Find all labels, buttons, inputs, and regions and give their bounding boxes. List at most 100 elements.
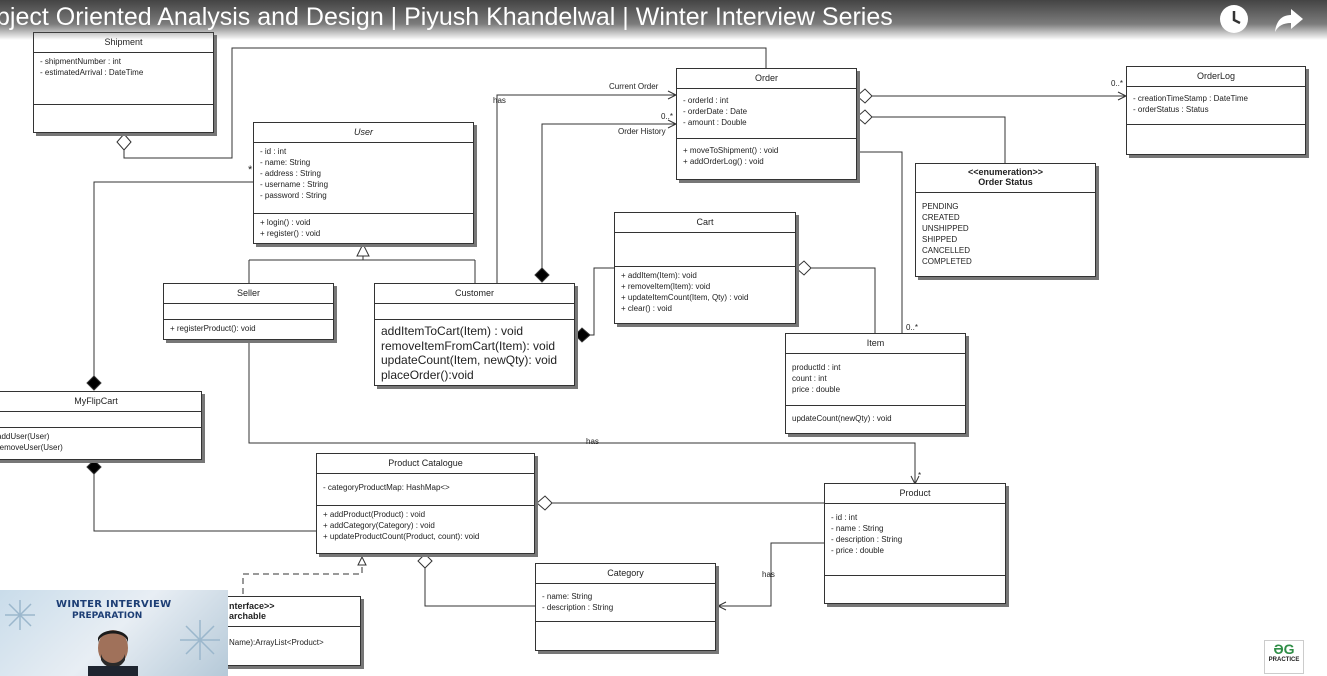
- label-has-product: has: [586, 437, 599, 446]
- enum-value: PENDING: [922, 202, 959, 211]
- class-product-attributes: - id : int - name : String - description…: [825, 504, 1005, 576]
- operation: + updateProductCount(Product, count): vo…: [323, 532, 480, 541]
- enum-order-status: <<enumeration>> Order Status PENDING CRE…: [915, 163, 1096, 277]
- class-cart-name: Cart: [615, 213, 795, 233]
- gfg-practice-logo[interactable]: ƏG PRACTICE: [1264, 640, 1304, 674]
- class-product: Product - id : int - name : String - des…: [824, 483, 1006, 604]
- presenter-avatar: [88, 630, 138, 676]
- share-icon[interactable]: [1274, 4, 1304, 34]
- class-product-catalogue: Product Catalogue - categoryProductMap: …: [316, 453, 535, 554]
- class-user-name: User: [254, 123, 473, 143]
- operation: + registerProduct(): void: [170, 324, 256, 333]
- operation: updateCount(Item, newQty): void: [381, 353, 558, 367]
- operation: addItemToCart(Item) : void: [381, 324, 524, 338]
- class-shipment-attributes: - shipmentNumber : int - estimatedArriva…: [34, 53, 213, 105]
- watch-later-icon[interactable]: [1219, 4, 1249, 34]
- attribute: - description : String: [831, 535, 903, 544]
- class-shipment-operations: [34, 105, 213, 111]
- gfg-logo-icon: ƏG: [1273, 641, 1295, 657]
- attribute: - orderDate : Date: [683, 107, 748, 116]
- video-title[interactable]: bject Oriented Analysis and Design | Piy…: [0, 3, 893, 31]
- interface-searchable-operations: Name):ArrayList<Product>: [201, 627, 360, 651]
- class-order: Order - orderId : int - orderDate : Date…: [676, 68, 857, 180]
- attribute: price : double: [792, 385, 841, 394]
- class-product-catalogue-operations: + addProduct(Product) : void + addCatego…: [317, 506, 534, 545]
- class-cart-operations: + addItem(Item): void + removeItem(Item)…: [615, 267, 795, 317]
- class-category-attributes: - name: String - description : String: [536, 584, 715, 622]
- enum-order-status-values: PENDING CREATED UNSHIPPED SHIPPED CANCEL…: [916, 193, 1095, 270]
- attribute: - address : String: [260, 169, 321, 178]
- operation: + moveToShipment() : void: [683, 146, 779, 155]
- operation: + addCategory(Category) : void: [323, 521, 435, 530]
- attribute: - orderId : int: [683, 96, 729, 105]
- enum-value: COMPLETED: [922, 257, 972, 266]
- class-myflipcart: MyFlipCart addUser(User) removeUser(User…: [0, 391, 202, 460]
- banner-line-2: PREPARATION: [72, 611, 143, 621]
- label-current-order: Current Order: [609, 82, 659, 91]
- attribute: - amount : Double: [683, 118, 747, 127]
- operation: placeOrder():void: [381, 367, 474, 382]
- class-order-operations: + moveToShipment() : void + addOrderLog(…: [677, 139, 856, 170]
- class-myflipcart-attributes: [0, 412, 201, 428]
- attribute: - shipmentNumber : int: [40, 57, 121, 66]
- class-customer-attributes: [375, 304, 574, 320]
- class-user: User - id : int - name: String - address…: [253, 122, 474, 244]
- attribute: - orderStatus : Status: [1133, 105, 1209, 114]
- label-order-history: Order History: [618, 127, 666, 136]
- attribute: productId : int: [792, 363, 841, 372]
- class-user-attributes: - id : int - name: String - address : St…: [254, 143, 473, 214]
- class-shipment: Shipment - shipmentNumber : int - estima…: [33, 32, 214, 133]
- label-multiplicity-product: *: [918, 471, 922, 480]
- attribute: - name: String: [260, 158, 311, 167]
- class-seller-attributes: [164, 304, 333, 320]
- class-product-catalogue-name: Product Catalogue: [317, 454, 534, 474]
- enum-order-status-header: <<enumeration>> Order Status: [916, 164, 1095, 193]
- operation: removeUser(User): [0, 443, 63, 452]
- attribute: count : int: [792, 374, 827, 383]
- class-myflipcart-operations: addUser(User) removeUser(User): [0, 428, 201, 456]
- attribute: - estimatedArrival : DateTime: [40, 68, 144, 77]
- operation: + addOrderLog() : void: [683, 157, 764, 166]
- class-item: Item productId : int count : int price :…: [785, 333, 966, 434]
- snowflake-decoration-icon: [5, 600, 220, 660]
- label-has-order: has: [493, 96, 506, 105]
- class-order-attributes: - orderId : int - orderDate : Date - amo…: [677, 89, 856, 139]
- label-has-category: has: [762, 570, 775, 579]
- enum-value: SHIPPED: [922, 235, 958, 244]
- label-multiplicity-orderlog: 0..*: [1111, 79, 1124, 88]
- attribute: - username : String: [260, 180, 329, 189]
- class-product-name: Product: [825, 484, 1005, 504]
- class-orderlog-operations: [1127, 125, 1305, 131]
- operation: + addItem(Item): void: [621, 271, 697, 280]
- class-shipment-name: Shipment: [34, 33, 213, 53]
- operation: + updateItemCount(Item, Qty) : void: [621, 293, 749, 302]
- class-product-operations: [825, 576, 1005, 582]
- class-cart-attributes: [615, 233, 795, 267]
- class-category-name: Category: [536, 564, 715, 584]
- operation: + clear() : void: [621, 304, 672, 313]
- operation: + login() : void: [260, 218, 311, 227]
- label-multiplicity-user: *: [248, 164, 253, 176]
- operation: + removeItem(Item): void: [621, 282, 711, 291]
- attribute: - price : double: [831, 546, 884, 555]
- class-product-catalogue-attributes: - categoryProductMap: HashMap<>: [317, 474, 534, 506]
- operation: Name):ArrayList<Product>: [229, 638, 324, 647]
- label-multiplicity-order-history: 0..*: [661, 112, 674, 121]
- class-orderlog-attributes: - creationTimeStamp : DateTime - orderSt…: [1127, 87, 1305, 125]
- operation: + register() : void: [260, 229, 321, 238]
- class-category: Category - name: String - description : …: [535, 563, 716, 651]
- class-orderlog-name: OrderLog: [1127, 67, 1305, 87]
- class-orderlog: OrderLog - creationTimeStamp : DateTime …: [1126, 66, 1306, 155]
- interface-searchable-header: nterface>> archable: [201, 597, 360, 627]
- class-customer-name: Customer: [375, 284, 574, 304]
- attribute: - categoryProductMap: HashMap<>: [323, 483, 450, 492]
- class-order-name: Order: [677, 69, 856, 89]
- class-user-operations: + login() : void + register() : void: [254, 214, 473, 242]
- operation: + addProduct(Product) : void: [323, 510, 426, 519]
- attribute: - description : String: [542, 603, 614, 612]
- class-category-operations: [536, 622, 715, 628]
- attribute: - id : int: [260, 147, 287, 156]
- enum-stereotype: <<enumeration>>: [967, 167, 1044, 177]
